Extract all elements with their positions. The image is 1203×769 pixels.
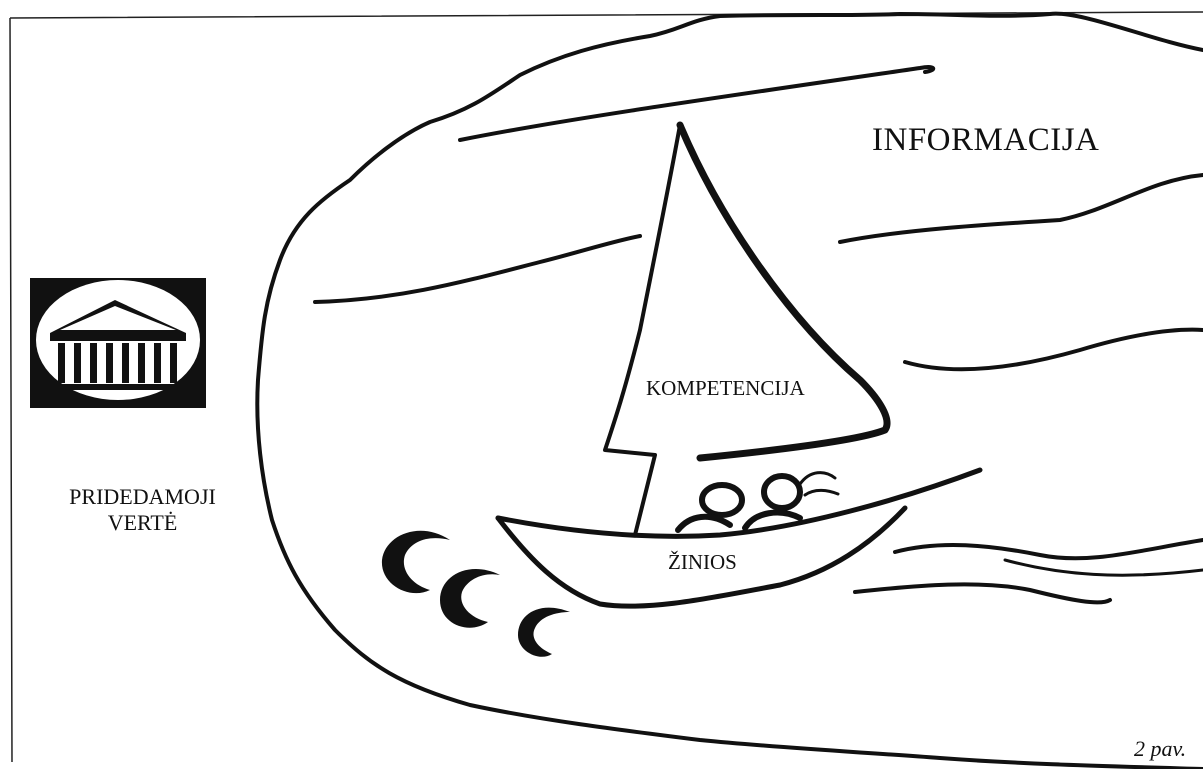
label-information: INFORMACIJA (872, 124, 1099, 157)
sail-edge (680, 125, 887, 458)
label-added-value: PRIDEDAMOJI VERTĖ (55, 484, 230, 537)
figure-caption: 2 pav. (1134, 738, 1186, 760)
wave-curl-icon (382, 531, 570, 657)
water-line-3 (1005, 560, 1203, 575)
water-line-2 (855, 584, 1110, 602)
label-added-value-line2: VERTĖ (55, 510, 230, 536)
label-added-value-line1: PRIDEDAMOJI (55, 484, 230, 510)
wind-line-3 (905, 330, 1203, 370)
label-knowledge: ŽINIOS (668, 552, 737, 573)
sail (605, 125, 680, 535)
water-line-1 (895, 540, 1203, 558)
wind-line-1 (315, 236, 640, 302)
sky-line (460, 67, 933, 140)
wind-line-2 (840, 175, 1203, 242)
greek-temple-icon (30, 278, 206, 408)
label-competence: KOMPETENCIJA (646, 378, 805, 399)
